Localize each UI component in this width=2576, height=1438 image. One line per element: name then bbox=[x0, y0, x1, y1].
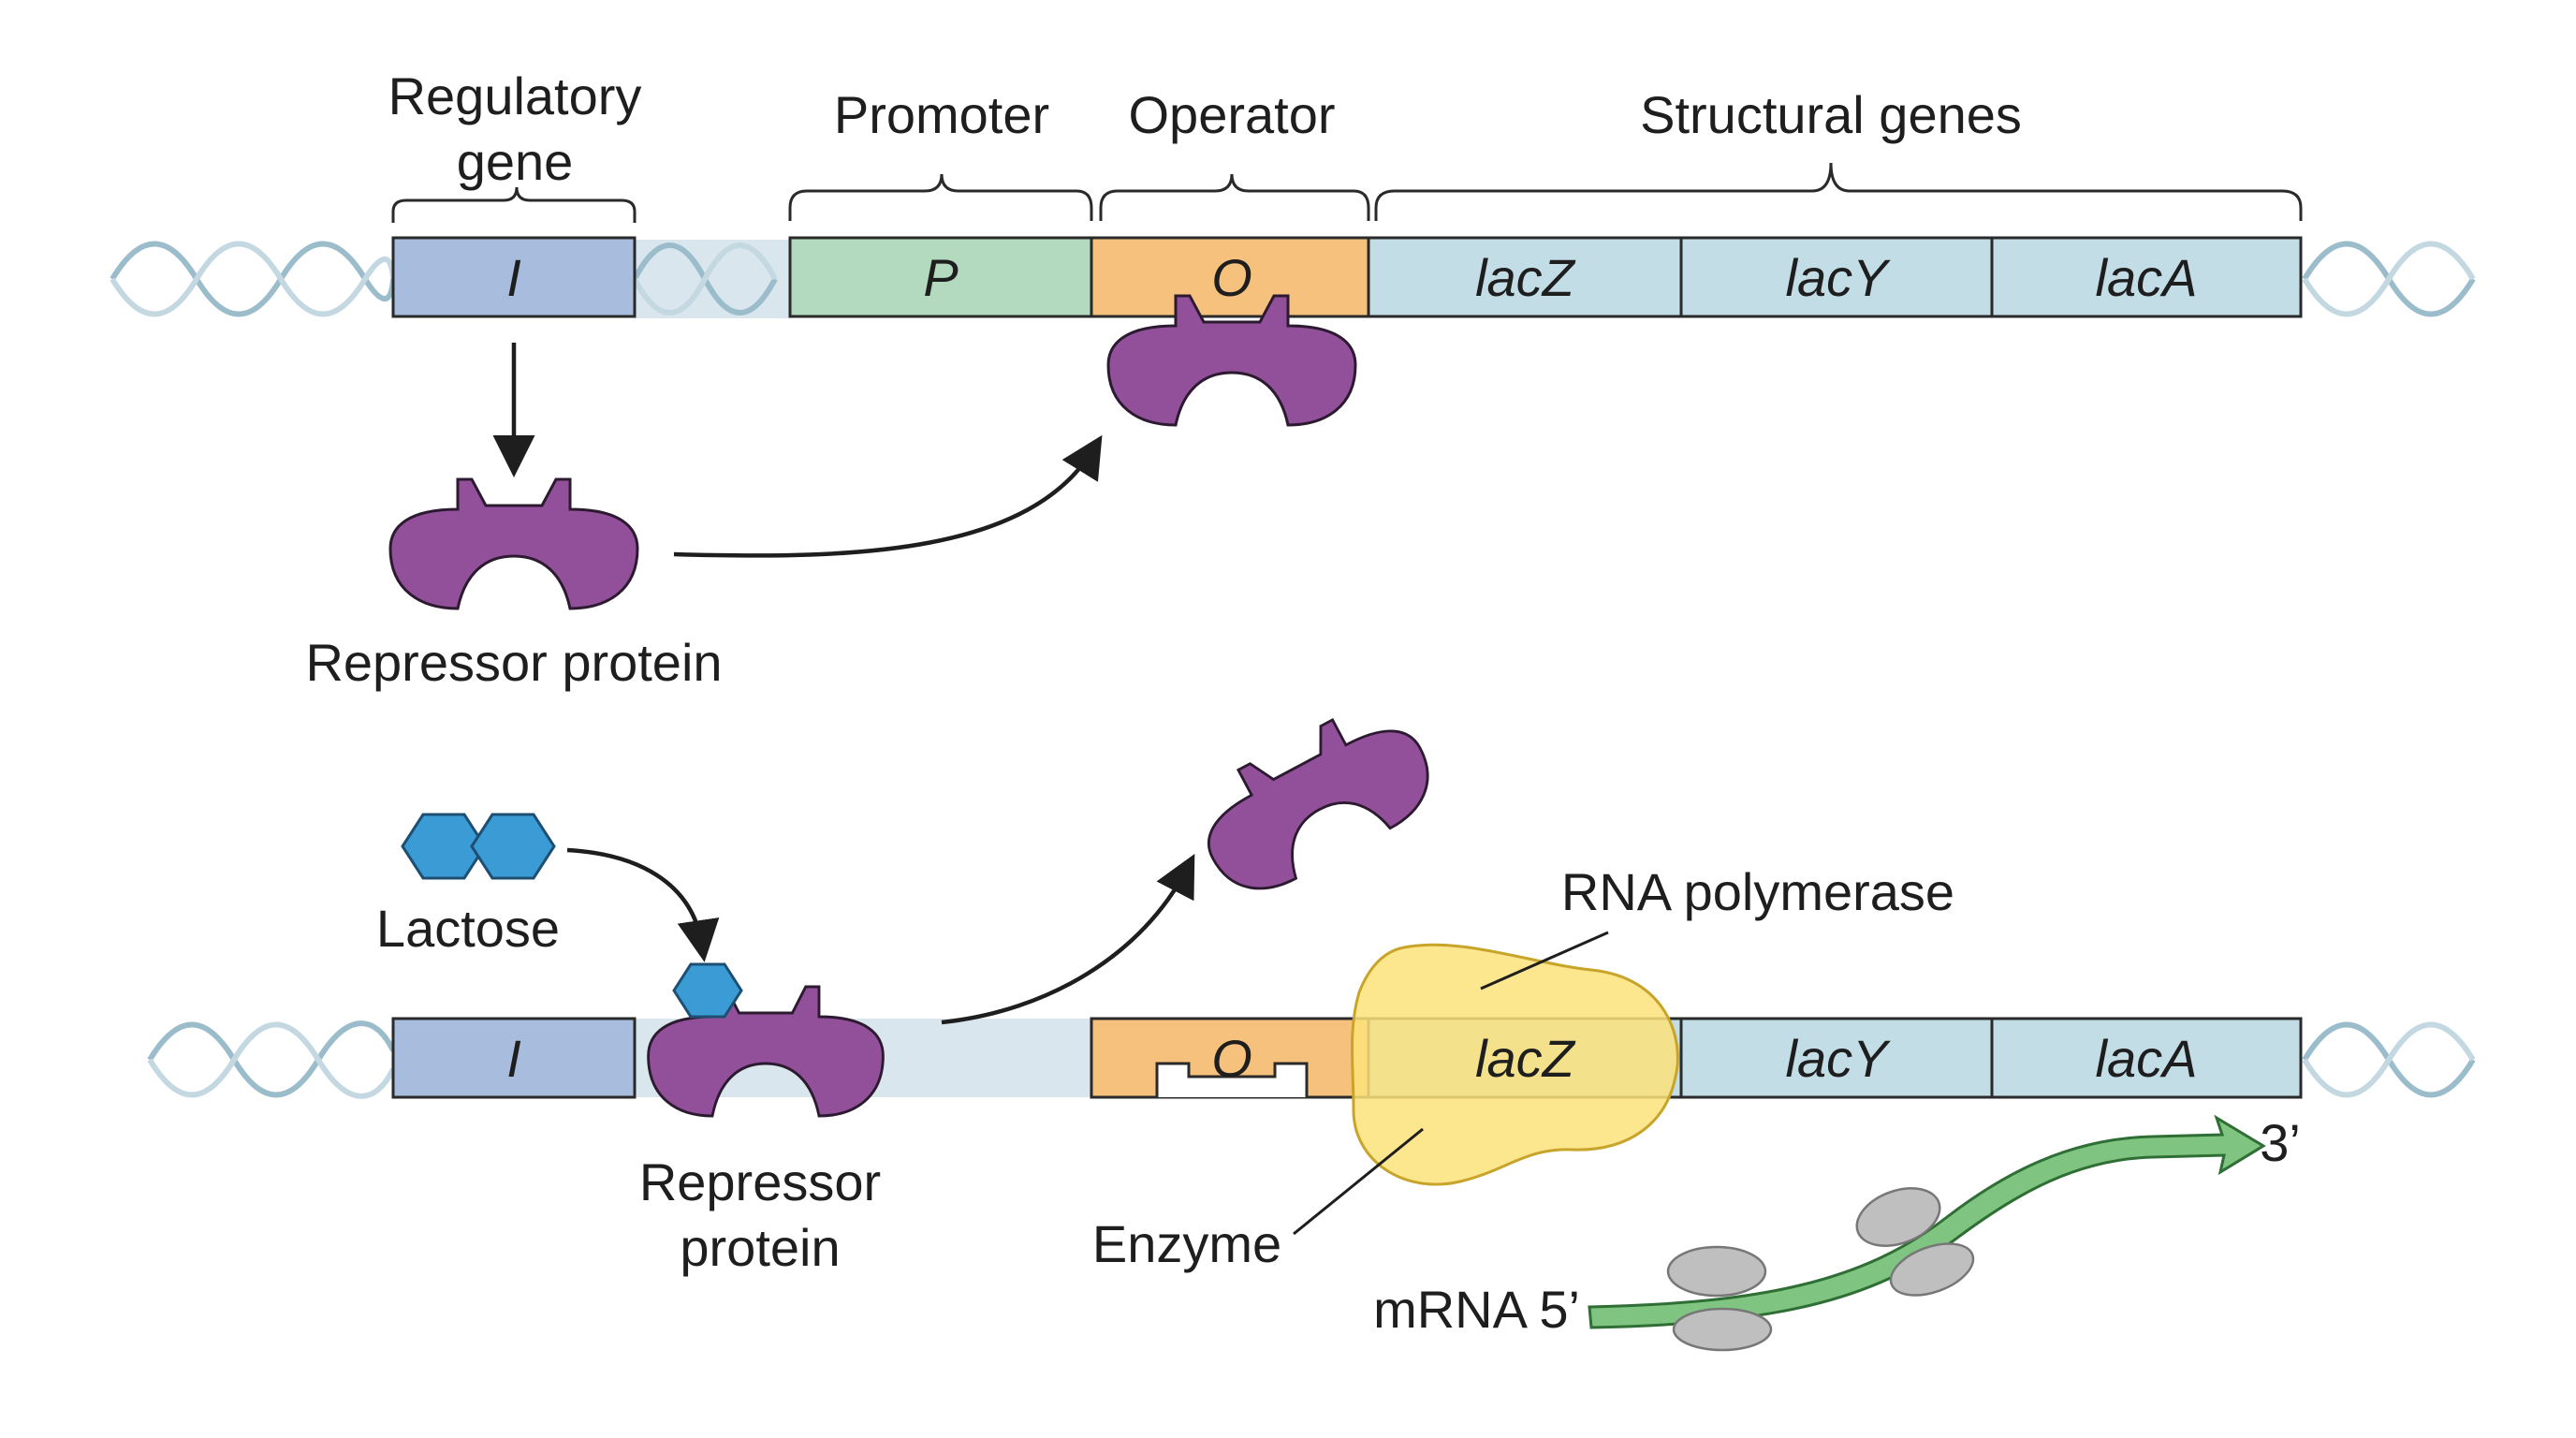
dna-helix-left-bottom bbox=[147, 1020, 396, 1099]
lactose-hexagon-2 bbox=[470, 813, 556, 880]
segment-lacy-label-bottom: lacY bbox=[1786, 1029, 1892, 1088]
repressor-label-bottom-line1: Repressor bbox=[639, 1152, 881, 1211]
enzyme-leader bbox=[1293, 1127, 1424, 1236]
dna-helix-left-top bbox=[110, 241, 396, 317]
segment-lacz-label-bottom: lacZ bbox=[1475, 1029, 1576, 1088]
arrow-lactose-to-repressor bbox=[566, 847, 720, 962]
segment-o-label-bottom: O bbox=[1211, 1029, 1252, 1088]
bracket-regulatory bbox=[391, 186, 637, 223]
structural-genes-label: Structural genes bbox=[1640, 85, 2022, 144]
segment-lacz-top bbox=[1367, 236, 1683, 318]
repressor-protein-label: Repressor protein bbox=[305, 633, 722, 692]
segment-operator-top bbox=[1090, 236, 1370, 318]
three-prime-label: 3’ bbox=[2260, 1113, 2301, 1172]
segment-promoter-top bbox=[788, 236, 1093, 318]
dna-helix-right-bottom bbox=[2302, 1021, 2476, 1098]
segment-laca-label-top: lacA bbox=[2096, 248, 2198, 307]
segment-regulatory-top bbox=[391, 236, 637, 318]
arrow-repressor-released bbox=[941, 854, 1195, 1025]
operator-empty-site bbox=[1155, 1062, 1309, 1097]
lactose-bound-hexagon bbox=[672, 962, 743, 1019]
dna-helix-right-top bbox=[2302, 241, 2476, 317]
ribosome-1-large bbox=[1666, 1245, 1767, 1298]
repressor-label-bottom-line2: protein bbox=[680, 1218, 840, 1277]
rna-polymerase-label: RNA polymerase bbox=[1561, 862, 1954, 921]
bracket-promoter bbox=[788, 173, 1093, 221]
segment-laca-bottom bbox=[1990, 1017, 2303, 1099]
bottom-panel: Lactose O I lacZ lacY lacA Repressor pro… bbox=[147, 688, 2476, 1352]
top-panel: Regulatory gene Promoter Operator Struct… bbox=[110, 66, 2476, 692]
repressor-free bbox=[388, 477, 639, 610]
segment-laca-top bbox=[1990, 236, 2303, 318]
enzyme-label: Enzyme bbox=[1092, 1214, 1281, 1273]
ribosome-1-small bbox=[1672, 1307, 1773, 1352]
segment-i-label-bottom: I bbox=[506, 1029, 521, 1088]
operator-label: Operator bbox=[1129, 85, 1336, 144]
segment-lacy-top bbox=[1679, 236, 1994, 318]
bracket-operator bbox=[1099, 173, 1370, 221]
segment-i-label-top: I bbox=[506, 248, 521, 307]
ribosome-2-large bbox=[1855, 1187, 1941, 1247]
dna-helix-middle-top bbox=[632, 240, 790, 318]
segment-lacy-label-top: lacY bbox=[1786, 248, 1892, 307]
mrna-strand bbox=[1588, 1114, 2266, 1329]
rna-polymerase-leader bbox=[1480, 931, 1609, 990]
segment-regulatory-bottom bbox=[391, 1017, 637, 1099]
bracket-structural bbox=[1374, 162, 2303, 221]
regulatory-gene-label-line1: Regulatory bbox=[388, 66, 642, 125]
ribosome-2-small bbox=[1889, 1242, 1975, 1297]
regulatory-gene-label-line2: gene bbox=[457, 132, 574, 191]
arrow-repressor-to-operator bbox=[673, 434, 1103, 558]
rna-polymerase bbox=[1351, 943, 1679, 1186]
repressor-released bbox=[1180, 688, 1448, 910]
segment-o-label-top: O bbox=[1211, 248, 1252, 307]
segment-p-label-top: P bbox=[923, 248, 958, 307]
mrna-5prime-label: mRNA 5’ bbox=[1373, 1280, 1580, 1339]
promoter-label: Promoter bbox=[834, 85, 1049, 144]
segment-lacz-label-top: lacZ bbox=[1475, 248, 1576, 307]
segment-laca-label-bottom: lacA bbox=[2096, 1029, 2198, 1088]
lactose-label: Lactose bbox=[376, 899, 560, 958]
